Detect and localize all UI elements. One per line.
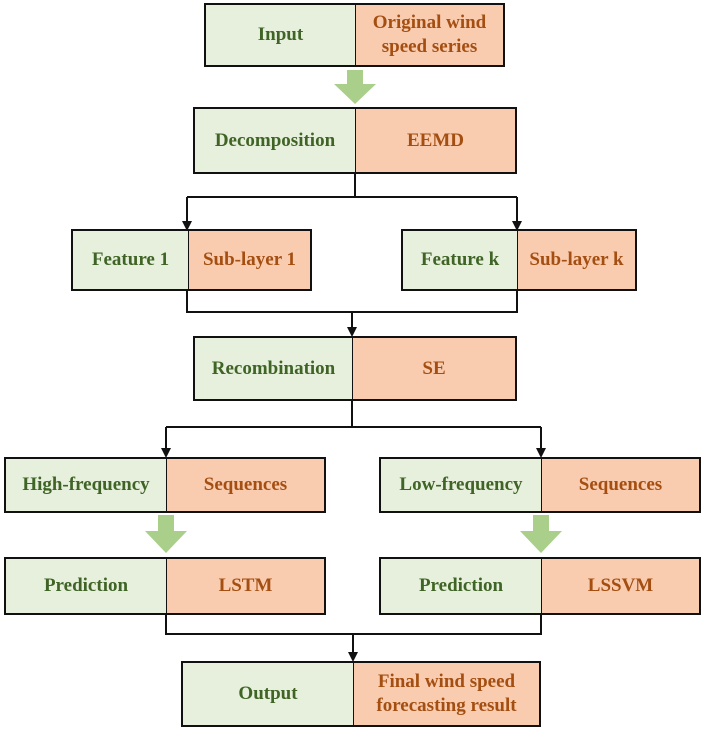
connector-decomposition-split — [187, 173, 517, 198]
high-frequency-label: High-frequency — [22, 474, 150, 496]
input-label: Input — [257, 24, 304, 46]
connector-recombination-split — [166, 400, 541, 428]
connector-features-merge — [186, 290, 518, 313]
low-frequency-label: Low-frequency — [399, 474, 523, 496]
prediction-lstm-label: Prediction — [43, 575, 129, 597]
output-label-box: Output — [181, 661, 354, 727]
prediction-lssvm-label-box: Prediction — [379, 557, 542, 615]
input-value: Original wind speed series — [372, 12, 487, 57]
connector-predictions-merge — [165, 614, 542, 635]
low-frequency-value-box: Sequences — [541, 457, 701, 513]
feature1-value: Sub-layer 1 — [202, 249, 297, 271]
recombination-label-box: Recombination — [193, 336, 353, 401]
low-frequency-label-box: Low-frequency — [379, 457, 542, 513]
feature1-value-box: Sub-layer 1 — [188, 229, 312, 291]
output-label: Output — [238, 683, 298, 705]
high-frequency-label-box: High-frequency — [4, 457, 167, 513]
recombination-value-box: SE — [352, 336, 517, 401]
low-frequency-value: Sequences — [578, 474, 663, 496]
prediction-lssvm-value: LSSVM — [587, 575, 654, 597]
prediction-lssvm-label: Prediction — [418, 575, 504, 597]
recombination-value: SE — [422, 357, 446, 379]
block-arrow-input-to-decomposition — [334, 70, 376, 104]
output-value: Final wind speed forecasting result — [376, 671, 517, 716]
feature1-label: Feature 1 — [91, 249, 170, 271]
input-value-box: Original wind speed series — [355, 3, 505, 67]
prediction-lstm-value: LSTM — [218, 575, 273, 597]
featurek-label-box: Feature k — [401, 229, 518, 291]
recombination-label: Recombination — [211, 357, 336, 379]
prediction-lstm-value-box: LSTM — [166, 557, 326, 615]
feature1-label-box: Feature 1 — [71, 229, 189, 291]
decomposition-value: EEMD — [407, 129, 464, 151]
featurek-value-box: Sub-layer k — [517, 229, 637, 291]
decomposition-label-box: Decomposition — [193, 107, 356, 174]
prediction-lssvm-value-box: LSSVM — [541, 557, 701, 615]
prediction-lstm-label-box: Prediction — [4, 557, 167, 615]
featurek-value: Sub-layer k — [529, 249, 624, 271]
decomposition-label: Decomposition — [214, 129, 336, 151]
decomposition-value-box: EEMD — [355, 107, 517, 174]
output-value-box: Final wind speed forecasting result — [353, 661, 541, 727]
block-arrow-low-to-prediction — [520, 515, 562, 553]
block-arrow-high-to-prediction — [145, 515, 187, 553]
high-frequency-value: Sequences — [203, 474, 288, 496]
high-frequency-value-box: Sequences — [166, 457, 326, 513]
featurek-label: Feature k — [420, 249, 500, 271]
input-label-box: Input — [204, 3, 356, 67]
